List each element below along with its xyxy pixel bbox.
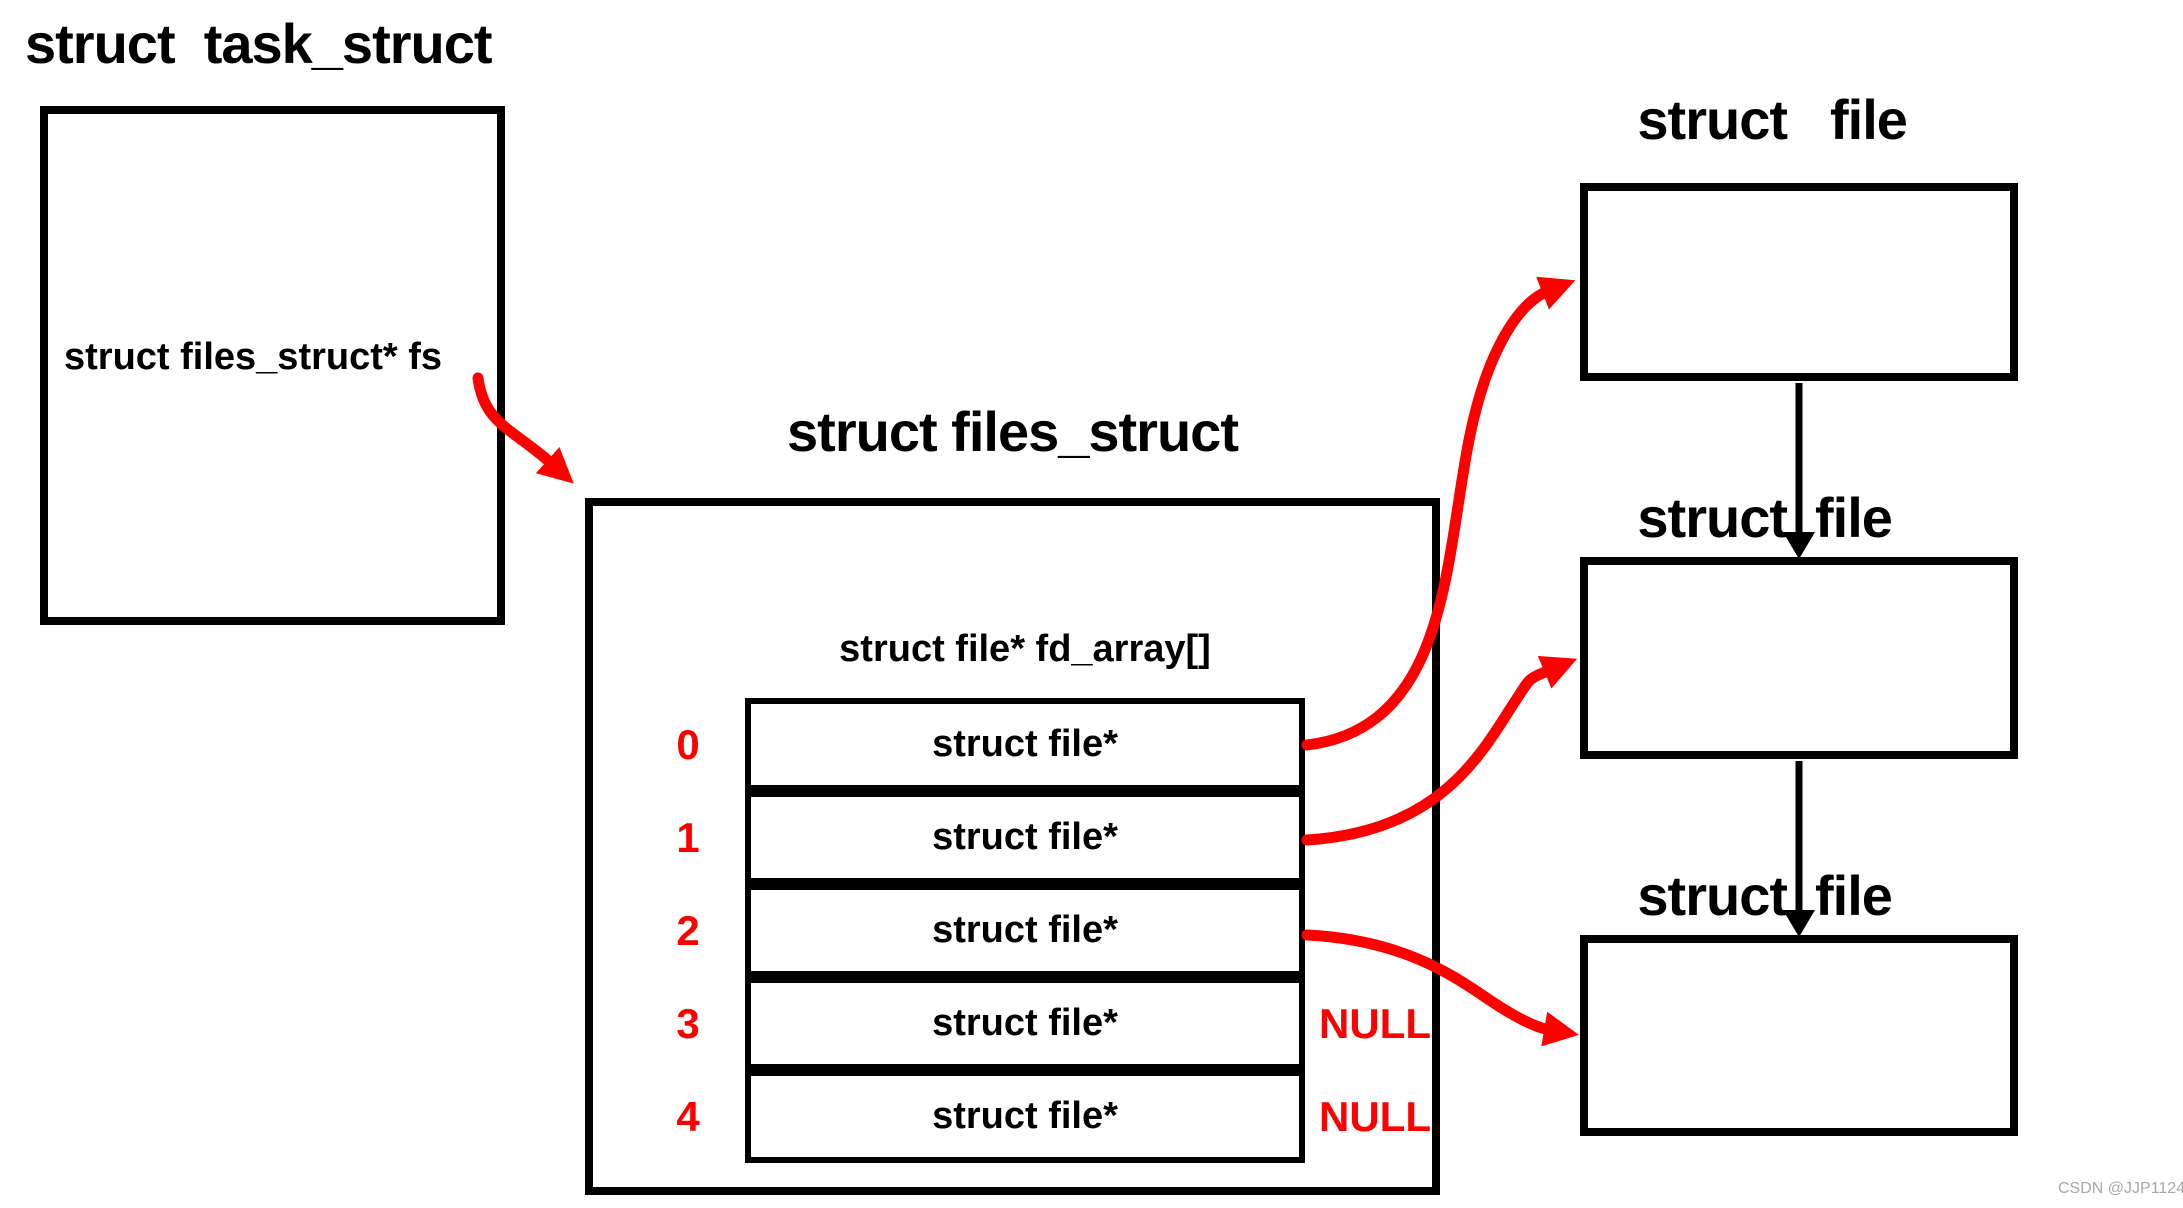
file-box-3	[1580, 935, 2018, 1136]
fd-index-0: 0	[676, 721, 700, 768]
fd-index-3: 3	[676, 1000, 700, 1047]
fd-index-4: 4	[676, 1093, 700, 1140]
field-files-struct-fs: struct files_struct* fs	[64, 336, 443, 378]
fd-array-cell-1: struct file*	[745, 791, 1305, 884]
fd-index-1: 1	[676, 814, 700, 861]
fd-array-cells: struct file* struct file* struct file* s…	[745, 698, 1305, 1163]
fd-array-cell-0: struct file*	[745, 698, 1305, 791]
file-box-3-title-word-struct: struct	[1637, 864, 1788, 927]
fd-index-2: 2	[676, 907, 700, 954]
fd-array-cell-3: struct file*	[745, 977, 1305, 1070]
files-struct-title: struct files_struct	[787, 400, 1239, 463]
fd-array-cell-4: struct file*	[745, 1070, 1305, 1163]
arrow-file2-to-file3-head	[1783, 910, 1815, 937]
fd-array-cell-2: struct file*	[745, 884, 1305, 977]
arrow-file1-to-file2-head	[1783, 532, 1815, 559]
task-struct-box	[40, 106, 505, 625]
file-box-1-title-word-struct: struct	[1637, 88, 1788, 151]
file-box-1-title-word-file: file	[1830, 88, 1908, 151]
null-annotation-3: NULL	[1319, 1000, 1431, 1047]
null-annotation-4: NULL	[1319, 1093, 1431, 1140]
task-struct-title: struct task_struct	[25, 12, 493, 75]
fd-array-label: struct file* fd_array[]	[839, 628, 1211, 670]
file-box-1	[1580, 183, 2018, 381]
file-box-2	[1580, 557, 2018, 759]
watermark: CSDN @JJP1124	[2058, 1180, 2183, 1197]
file-box-2-title-word-file: file	[1815, 486, 1893, 549]
file-box-2-title-word-struct: struct	[1637, 486, 1788, 549]
file-box-3-title-word-file: file	[1815, 864, 1893, 927]
